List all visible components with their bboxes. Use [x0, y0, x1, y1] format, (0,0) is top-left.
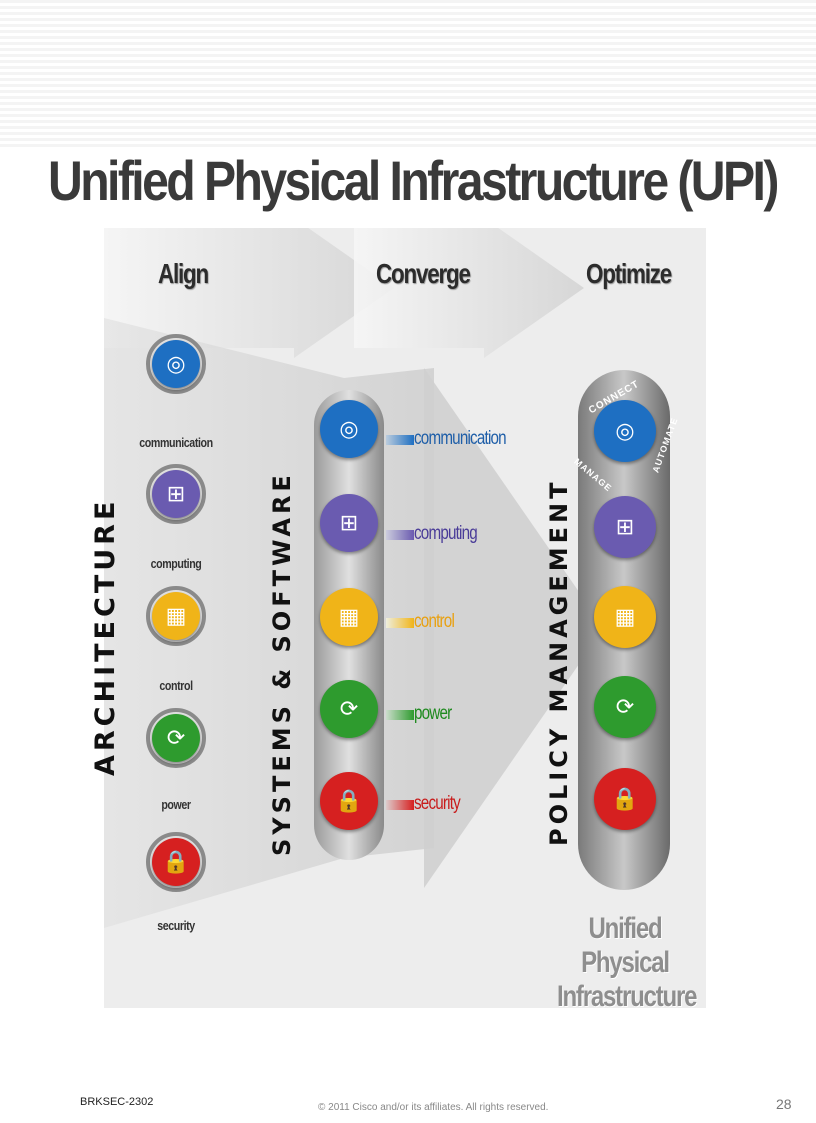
- control-panel-icon: ▦: [320, 588, 378, 646]
- ring: [146, 832, 206, 892]
- align-label-power: power: [161, 797, 191, 812]
- converge-label-control: control: [414, 611, 455, 632]
- align-label-security: security: [157, 918, 195, 933]
- connector-bar: [386, 435, 414, 445]
- session-code: BRKSEC-2302: [80, 1096, 154, 1108]
- spiral-icon: ◎: [320, 400, 378, 458]
- systems-software-label: SYSTEMS & SOFTWARE: [268, 471, 296, 856]
- slide-title: Unified Physical Infrastructure (UPI): [48, 149, 779, 212]
- padlock-icon: 🔒: [320, 772, 378, 830]
- policy-management-label: POLICY MANAGEMENT: [545, 478, 573, 846]
- align-label-computing: computing: [150, 556, 202, 571]
- phase-align: Align: [158, 258, 209, 289]
- padlock-icon: 🔒: [594, 768, 656, 830]
- upi-caption: Unified Physical Infrastructure: [557, 912, 697, 1014]
- converge-label-computing: computing: [414, 523, 478, 544]
- copyright: © 2011 Cisco and/or its affiliates. All …: [318, 1102, 549, 1113]
- connector-bar: [386, 710, 414, 720]
- align-label-control: control: [159, 678, 193, 693]
- padlock-icon: 🔒: [152, 838, 200, 886]
- connector-bar: [386, 800, 414, 810]
- converge-label-communication: communication: [414, 428, 507, 449]
- control-panel-icon: ▦: [594, 586, 656, 648]
- arrow-shape: [104, 228, 394, 358]
- page-number: 28: [776, 1096, 792, 1112]
- converge-label-power: power: [414, 703, 452, 724]
- network-computers-icon: ⊞: [594, 496, 656, 558]
- phase-converge: Converge: [376, 258, 471, 289]
- ring: [146, 586, 206, 646]
- caption-line-2: Infrastructure: [557, 980, 697, 1013]
- connector-bar: [386, 618, 414, 628]
- header-band: [0, 0, 816, 150]
- ring: [146, 708, 206, 768]
- spiral-icon: ◎: [152, 340, 200, 388]
- network-computers-icon: ⊞: [320, 494, 378, 552]
- caption-line-1: Unified Physical: [581, 912, 670, 979]
- align-label-communication: communication: [139, 435, 213, 450]
- spiral-icon: ◎: [594, 400, 656, 462]
- arrow-shape: [424, 368, 604, 888]
- phase-optimize: Optimize: [586, 258, 672, 289]
- power-plug-icon: ⟳: [320, 680, 378, 738]
- ring: [146, 334, 206, 394]
- arrow-shape: [354, 228, 584, 358]
- network-computers-icon: ⊞: [152, 470, 200, 518]
- power-plug-icon: ⟳: [594, 676, 656, 738]
- ring: [146, 464, 206, 524]
- connector-bar: [386, 530, 414, 540]
- converge-label-security: security: [414, 793, 461, 814]
- power-plug-icon: ⟳: [152, 714, 200, 762]
- architecture-label: ARCHITECTURE: [90, 497, 121, 776]
- control-panel-icon: ▦: [152, 592, 200, 640]
